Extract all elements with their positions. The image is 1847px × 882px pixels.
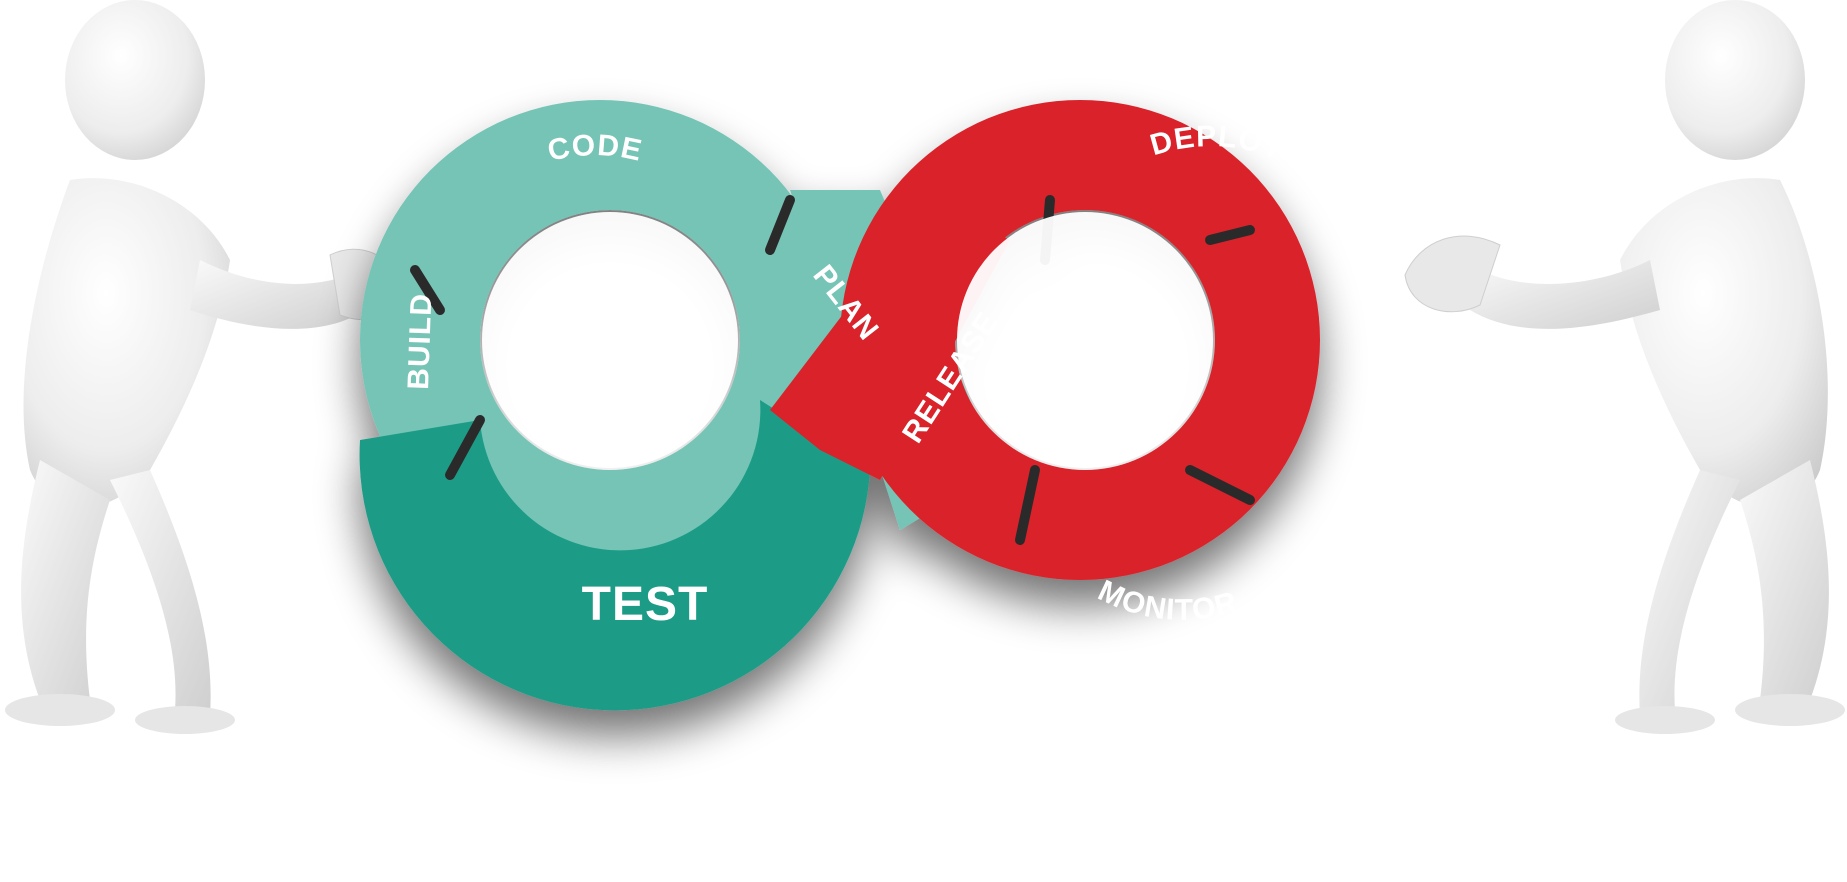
infinity-ring bbox=[359, 100, 1320, 711]
right-figure bbox=[1404, 0, 1845, 734]
monitor-label: MONITOR bbox=[1093, 574, 1241, 627]
test-segment bbox=[359, 400, 870, 711]
operate-label: OPERATE bbox=[1395, 370, 1458, 523]
code-label: CODE bbox=[545, 129, 645, 168]
left-figure bbox=[5, 0, 401, 734]
release-ribbon bbox=[770, 200, 1010, 480]
test-label: TEST bbox=[582, 578, 709, 631]
build-label: BUILD bbox=[402, 292, 438, 390]
